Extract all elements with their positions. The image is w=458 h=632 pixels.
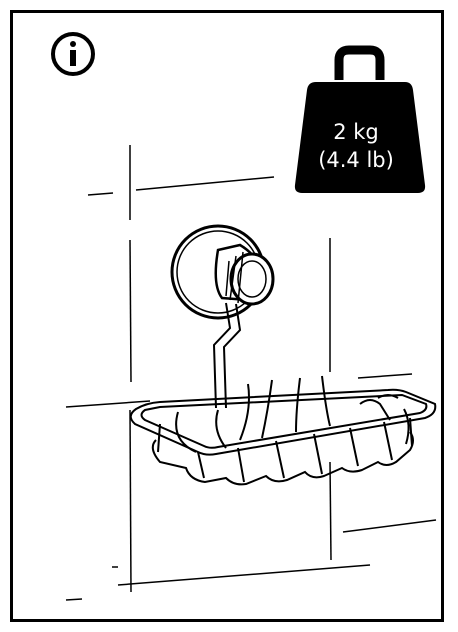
- weight-imperial: (4.4 lb): [318, 148, 394, 172]
- suction-cup: [170, 224, 275, 320]
- info-icon: [51, 32, 95, 76]
- wire-basket: [129, 375, 437, 486]
- tile-grid: [65, 145, 437, 601]
- weight-metric: 2 kg: [333, 120, 379, 144]
- weight-icon: [294, 45, 426, 193]
- hanger-wire: [212, 302, 242, 409]
- weight-capacity-label: 2 kg (4.4 lb): [302, 118, 410, 174]
